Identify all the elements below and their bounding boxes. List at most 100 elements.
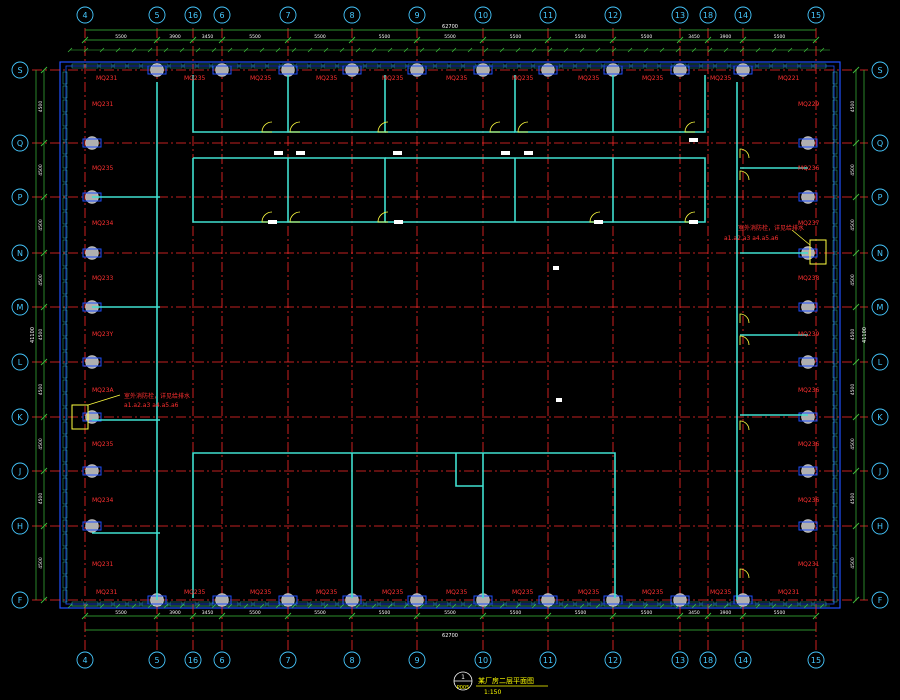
wall-label-right: MQ236 — [798, 387, 820, 394]
axis-bubble-top-13-text: 13 — [675, 11, 685, 20]
wall-panel-right — [832, 309, 838, 323]
leader-line-right — [791, 229, 811, 246]
wall-panel-right — [832, 379, 838, 393]
wall-panel-bottom — [757, 601, 771, 607]
wall-label-top: MQ235 — [642, 75, 664, 82]
wall-panel-left — [62, 71, 68, 85]
axis-bubble-left-L — [11, 353, 29, 371]
wall-panel-right — [832, 295, 838, 309]
wall-panel-right — [832, 211, 838, 225]
wall-panel-left — [62, 589, 68, 603]
wall-label-right: MQ239 — [798, 331, 820, 338]
axis-bubble-right-F — [871, 591, 889, 609]
right-spacing-tick — [852, 249, 860, 257]
leader-line-left — [87, 394, 121, 406]
top-detail-tick — [595, 47, 601, 53]
bottom-overall-dim-text: 62700 — [442, 633, 458, 639]
bottom-spacing-dim-text: 5500 — [314, 610, 326, 616]
wall-panel-left — [62, 561, 68, 575]
axis-bubble-right-J — [871, 462, 889, 480]
axis-bubble-bottom-14 — [734, 651, 752, 669]
bottom-spacing-tick — [704, 612, 712, 620]
axis-bubble-bottom-6-text: 6 — [219, 656, 224, 665]
axis-bubble-top-9-text: 9 — [414, 11, 419, 20]
top-detail-tick — [371, 47, 377, 53]
wall-panel-bottom — [575, 601, 589, 607]
right-spacing-tick — [852, 522, 860, 530]
right-spacing-dim-text: 4500 — [850, 493, 856, 505]
axis-bubble-top-13 — [671, 6, 689, 24]
wall-panel-left — [62, 197, 68, 211]
note-right-line1: 室外消防栓，详见给排水 — [738, 224, 804, 232]
column-top — [345, 63, 359, 77]
top-spacing-dim-text: 3900 — [720, 34, 732, 40]
wall-panel-top — [183, 63, 197, 69]
bottom-spacing-tick — [676, 612, 684, 620]
right-spacing-dim-text: 4500 — [850, 101, 856, 113]
wall-panel-right — [832, 281, 838, 295]
wall-panel-right — [832, 85, 838, 99]
column-left — [85, 464, 99, 478]
axis-bubble-top-6 — [213, 6, 231, 24]
wall-panel-bottom — [365, 601, 379, 607]
column-top — [673, 63, 687, 77]
axis-bubble-left-S — [11, 61, 29, 79]
wall-panel-right — [832, 449, 838, 463]
wall-panel-top — [813, 63, 827, 69]
axis-bubble-top-14-text: 14 — [738, 11, 748, 20]
column-bottom — [541, 593, 555, 607]
column-right — [801, 190, 815, 204]
door-tag — [296, 151, 305, 155]
axis-bubble-top-15 — [807, 6, 825, 24]
wall-label-bottom: MQ235 — [710, 589, 732, 596]
bottom-spacing-dim-text: 5500 — [249, 610, 261, 616]
title-text: 某厂房二层平面图 — [478, 676, 534, 685]
top-spacing-tick — [609, 36, 617, 44]
axis-bubble-top-5 — [148, 6, 166, 24]
wall-label-bottom: MQ231 — [96, 589, 118, 596]
top-detail-tick — [819, 47, 825, 53]
column-right — [801, 136, 815, 150]
left-spacing-dim-text: 4500 — [38, 557, 44, 569]
axis-bubble-right-H — [871, 517, 889, 535]
column-bottom — [673, 593, 687, 607]
note-left-line1: 室外消防栓，详见给排水 — [124, 392, 190, 400]
top-detail-tick — [451, 47, 457, 53]
bottom-spacing-tick — [413, 612, 421, 620]
top-detail-tick — [147, 47, 153, 53]
building-outline-inner — [65, 65, 835, 605]
wall-panel-bottom — [309, 601, 323, 607]
left-spacing-dim-text: 4500 — [38, 274, 44, 286]
room-top-2 — [514, 75, 706, 133]
column-left — [85, 136, 99, 150]
axis-bubble-bottom-7 — [279, 651, 297, 669]
wall-panel-right — [832, 435, 838, 449]
wall-panel-top — [785, 63, 799, 69]
top-spacing-tick — [812, 36, 820, 44]
axis-bubble-bottom-12 — [604, 651, 622, 669]
wall-panel-top — [561, 63, 575, 69]
bottom-spacing-tick — [739, 612, 747, 620]
column-left-base — [82, 138, 102, 148]
bottom-spacing-tick — [189, 612, 197, 620]
door-swing-mid — [377, 211, 389, 223]
axis-bubble-bottom-9-text: 9 — [414, 656, 419, 665]
wall-panel-left — [62, 379, 68, 393]
wall-panel-right — [832, 477, 838, 491]
door-swing-top — [261, 121, 273, 133]
wall-panel-left — [62, 253, 68, 267]
top-detail-tick — [771, 47, 777, 53]
top-detail-tick — [499, 47, 505, 53]
axis-bubble-right-M-text: M — [877, 303, 884, 312]
door-swing-mid — [261, 211, 273, 223]
wall-label-bottom: MQ235 — [512, 589, 534, 596]
door-swing-right — [739, 170, 750, 181]
wall-panel-bottom — [785, 601, 799, 607]
wall-label-right: MQ237 — [798, 220, 820, 227]
bottom-spacing-dim-text: 3900 — [169, 610, 181, 616]
column-top-base — [538, 65, 558, 75]
bottom-detail-tick — [67, 603, 73, 609]
axis-bubble-right-K — [871, 408, 889, 426]
title-sheet: P005 — [457, 685, 470, 691]
